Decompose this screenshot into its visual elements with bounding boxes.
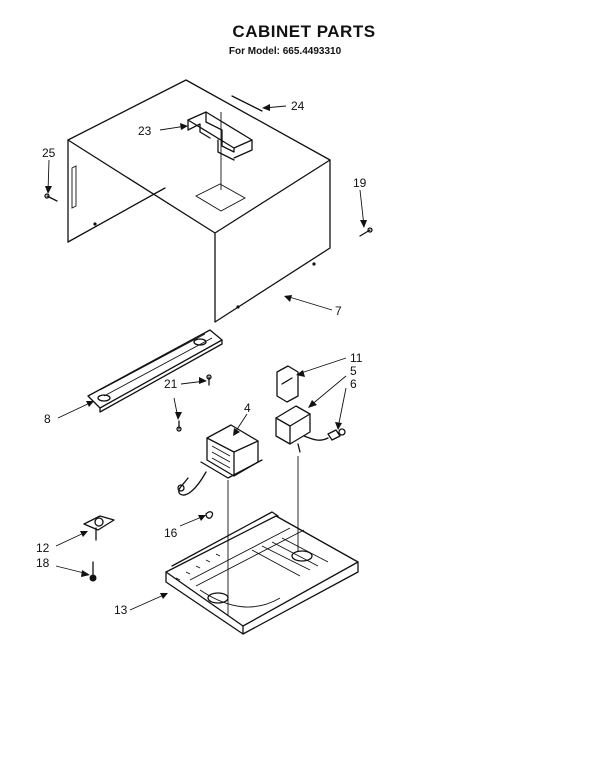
clip-part-16 — [205, 511, 214, 519]
model-subtitle: For Model: 665.4493310 — [228, 46, 342, 57]
callout-7: 7 — [335, 304, 342, 318]
diode-part-6 — [303, 428, 346, 441]
callout-12: 12 — [36, 541, 50, 555]
callout-13: 13 — [114, 603, 128, 617]
callout-6: 6 — [350, 377, 357, 391]
callout-8: 8 — [44, 412, 51, 426]
base-pan-part-13 — [165, 511, 359, 635]
bracket-part-23 — [187, 111, 253, 161]
assembly-guide-lines — [220, 112, 299, 616]
callout-4: 4 — [244, 401, 251, 415]
capacitor-part-5 — [275, 405, 311, 453]
thermostat-part-12 — [83, 515, 115, 541]
bracket-part-11 — [276, 365, 299, 403]
strip-part-24 — [231, 95, 263, 112]
callout-23: 23 — [138, 124, 152, 138]
screw-part-18 — [89, 561, 97, 582]
callout-18: 18 — [36, 556, 50, 570]
callout-5: 5 — [350, 364, 357, 378]
screw-part-19 — [359, 227, 373, 237]
page-title: CABINET PARTS — [232, 22, 376, 41]
rail-part-8 — [87, 329, 223, 413]
leader-arrowheads — [45, 104, 367, 599]
callout-16: 16 — [164, 526, 178, 540]
callout-25: 25 — [42, 146, 56, 160]
screws-part-21 — [176, 374, 212, 432]
callout-21: 21 — [164, 377, 178, 391]
screw-part-25 — [44, 193, 58, 202]
callout-labels: 24 23 25 19 7 11 5 6 21 4 8 16 12 18 13 — [36, 99, 367, 617]
callout-11: 11 — [350, 351, 363, 365]
cabinet-wrapper — [67, 79, 331, 323]
callout-19: 19 — [353, 176, 367, 190]
transformer-part-4 — [177, 424, 263, 496]
callout-24: 24 — [291, 99, 305, 113]
